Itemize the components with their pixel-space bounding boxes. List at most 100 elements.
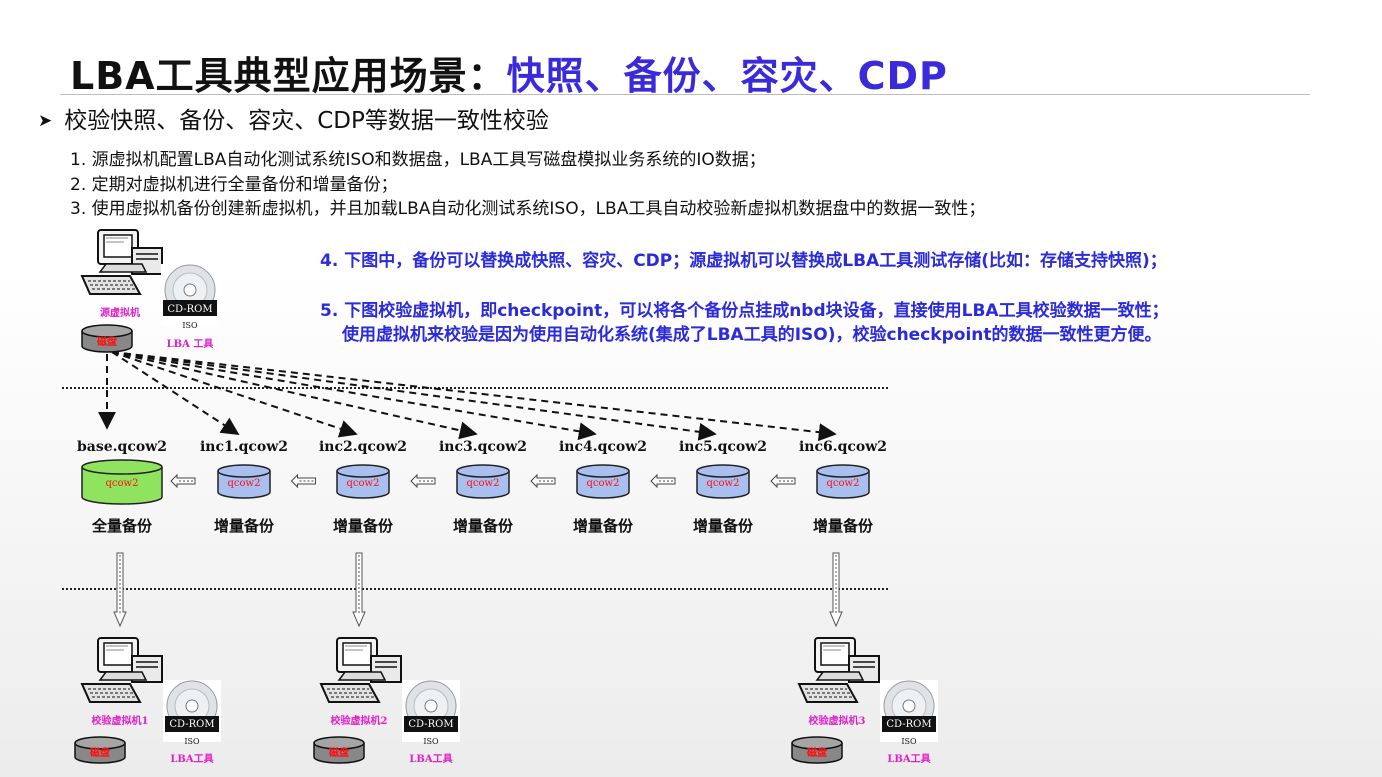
- qcow2-label: qcow2: [228, 478, 261, 489]
- iso-label: ISO: [182, 321, 198, 330]
- backup-caption: 增量备份: [693, 517, 754, 535]
- note-5: 5. 下图校验虚拟机，即checkpoint，可以将各个备份点挂成nbd块设备，…: [320, 301, 1169, 321]
- bullet-heading: ➤校验快照、备份、容灾、CDP等数据一致性校验: [38, 108, 549, 134]
- disk-label: 磁盘: [90, 746, 110, 759]
- backup-name: base.qcow2: [77, 439, 167, 455]
- backup-caption: 增量备份: [453, 517, 514, 535]
- down-arrow-icon: [352, 552, 366, 628]
- qcow2-disk-icon: qcow2: [217, 464, 271, 499]
- qcow2-disk-icon: qcow2: [576, 464, 630, 499]
- arrow-to-inc4: [111, 351, 597, 441]
- cd-rom-icon: [162, 679, 222, 743]
- backup-name: inc6.qcow2: [799, 439, 887, 455]
- lba-tool-label: LBA工具: [409, 753, 452, 765]
- source-computer-icon: [81, 229, 163, 295]
- backup-caption: 增量备份: [214, 517, 275, 535]
- step-1: 1. 源虚拟机配置LBA自动化测试系统ISO和数据盘，LBA工具写磁盘模拟业务系…: [70, 150, 766, 170]
- source-disk-label: 磁盘: [97, 335, 117, 348]
- note-4: 4. 下图中，备份可以替换成快照、容灾、CDP；源虚拟机可以替换成LBA工具测试…: [320, 251, 1167, 271]
- qcow2-label: qcow2: [827, 478, 860, 489]
- cd-rom-label: CD-ROM: [408, 719, 453, 730]
- verify-vm-label: 校验虚拟机1: [92, 714, 149, 727]
- arrow-to-inc1: [111, 351, 240, 435]
- verify-vm-1: 校验虚拟机1 CD-ROM ISO LBA工具 磁盘: [74, 637, 222, 765]
- cd-rom-icon: [879, 679, 939, 743]
- verify-vms: 校验虚拟机1 CD-ROM ISO LBA工具 磁盘 校验虚拟机2 CD-ROM ISO LBA…: [74, 637, 939, 765]
- arrow-to-inc5: [111, 351, 717, 441]
- step-3: 3. 使用虚拟机备份创建新虚拟机，并且加载LBA自动化测试系统ISO，LBA工具…: [70, 199, 986, 219]
- arrow-bullet-icon: ➤: [38, 111, 53, 131]
- backup-caption: 全量备份: [91, 517, 153, 535]
- disk-icon: 磁盘: [791, 736, 843, 764]
- lba-tool-label: LBA工具: [887, 753, 930, 765]
- backup-0: base.qcow2 qcow2 全量备份: [77, 439, 167, 535]
- note-5-continued: 使用虚拟机来校验是因为使用自动化系统(集成了LBA工具的ISO)，校验check…: [342, 325, 1162, 345]
- chain-arrow-icon: [290, 473, 316, 489]
- computer-icon: [81, 637, 163, 703]
- source-disk-icon: 磁盘: [81, 324, 133, 353]
- page-title: LBA工具典型应用场景：快照、备份、容灾、CDP: [70, 54, 948, 98]
- separator-top: [62, 387, 888, 389]
- qcow2-label: qcow2: [467, 478, 500, 489]
- chain-arrow-icon: [170, 473, 196, 489]
- cd-rom-label: CD-ROM: [169, 719, 214, 730]
- verify-vm-label: 校验虚拟机3: [809, 714, 866, 727]
- computer-icon: [320, 637, 402, 703]
- down-arrow-icon: [113, 552, 127, 628]
- verify-vm-3: 校验虚拟机3 CD-ROM ISO LBA工具 磁盘: [791, 637, 939, 765]
- backup-4: inc4.qcow2 qcow2 增量备份: [559, 439, 647, 535]
- computer-icon: [798, 637, 880, 703]
- backup-name: inc1.qcow2: [200, 439, 288, 455]
- qcow2-label: qcow2: [707, 478, 740, 489]
- disk-label: 磁盘: [329, 746, 349, 759]
- qcow2-label: qcow2: [347, 478, 380, 489]
- backup-name: inc5.qcow2: [679, 439, 767, 455]
- backup-name: inc3.qcow2: [439, 439, 527, 455]
- source-vm: 源虚拟机 CD-ROM ISO LBA 工具 磁盘: [81, 229, 220, 353]
- disk-label: 磁盘: [807, 746, 827, 759]
- qcow2-disk-icon: qcow2: [816, 464, 870, 499]
- cd-rom-icon: [401, 679, 461, 743]
- cd-rom-icon: [160, 263, 220, 327]
- source-vm-label: 源虚拟机: [100, 306, 140, 319]
- chain-arrows: [170, 473, 796, 489]
- chain-arrow-icon: [530, 473, 556, 489]
- qcow2-disk-icon: qcow2: [81, 459, 163, 505]
- backup-1: inc1.qcow2 qcow2 增量备份: [200, 439, 288, 535]
- backup-name: inc2.qcow2: [319, 439, 407, 455]
- lba-tool-label: LBA 工具: [167, 338, 214, 350]
- disk-icon: 磁盘: [74, 736, 126, 764]
- backup-caption: 增量备份: [333, 517, 394, 535]
- arrow-to-inc6: [111, 351, 837, 442]
- qcow2-disk-icon: qcow2: [336, 464, 390, 499]
- iso-label: ISO: [423, 737, 439, 746]
- step-2: 2. 定期对虚拟机进行全量备份和增量备份；: [70, 175, 398, 195]
- arrow-to-inc3: [111, 351, 478, 440]
- qcow2-disk-icon: qcow2: [456, 464, 510, 499]
- backup-3: inc3.qcow2 qcow2 增量备份: [439, 439, 527, 535]
- page-title-highlight: 快照、备份、容灾、CDP: [506, 54, 948, 98]
- qcow2-disk-icon: qcow2: [696, 464, 750, 499]
- chain-arrow-icon: [410, 473, 436, 489]
- down-arrow-icon: [829, 552, 843, 628]
- backup-arrows: [98, 351, 837, 442]
- iso-label: ISO: [901, 737, 917, 746]
- qcow2-label: qcow2: [106, 478, 139, 489]
- qcow2-label: qcow2: [587, 478, 620, 489]
- backup-5: inc5.qcow2 qcow2 增量备份: [679, 439, 767, 535]
- cd-rom-label: CD-ROM: [886, 719, 931, 730]
- backup-2: inc2.qcow2 qcow2 增量备份: [319, 439, 407, 535]
- cd-rom-label: CD-ROM: [167, 304, 212, 315]
- disk-icon: 磁盘: [313, 736, 365, 764]
- verify-vm-label: 校验虚拟机2: [331, 714, 388, 727]
- backup-name: inc4.qcow2: [559, 439, 647, 455]
- title-divider: [60, 94, 1310, 95]
- iso-label: ISO: [184, 737, 200, 746]
- chain-arrow-icon: [770, 473, 796, 489]
- lba-tool-label: LBA工具: [170, 753, 213, 765]
- separator-bottom: [62, 588, 888, 590]
- arrow-to-inc2: [111, 351, 358, 438]
- restore-arrows: [113, 552, 843, 628]
- backup-caption: 增量备份: [573, 517, 634, 535]
